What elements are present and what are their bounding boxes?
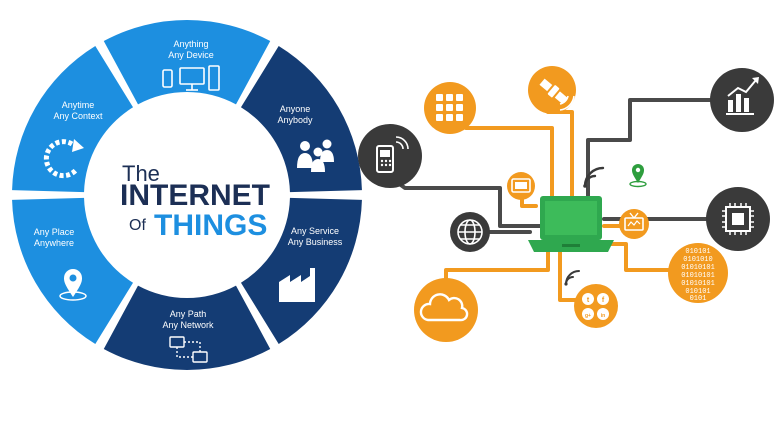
social-label-in: in: [601, 313, 605, 319]
ring-segment-service: [240, 197, 362, 345]
growth-chart-icon: [710, 68, 774, 132]
cloud-icon: [414, 278, 478, 342]
globe-icon: [450, 212, 490, 252]
segment-anytime-line2: Any Context: [53, 111, 103, 121]
segment-service-line2: Any Business: [288, 237, 343, 247]
segment-labels: Anything Any Device Anyone Anybody Any S…: [34, 39, 343, 330]
satellite-icon: [528, 66, 576, 114]
ring-segment-anything: [103, 20, 271, 105]
phone-icon: [358, 124, 422, 188]
binary-line: 01010101: [681, 272, 715, 280]
map-pin-icon: [629, 164, 647, 188]
people-icon: [297, 139, 334, 172]
binary-line: 010101: [685, 248, 710, 256]
segment-anyone-line2: Anybody: [277, 115, 313, 125]
title-things: THINGS: [154, 209, 267, 242]
ring-segment-anytime: [12, 45, 134, 193]
segment-service-line1: Any Service: [291, 226, 339, 236]
binary-line: 010101: [685, 288, 710, 296]
binary-line: 01010101: [681, 264, 715, 272]
segment-anytime-line1: Anytime: [62, 100, 95, 110]
iot-ring: Anything Any Device Anyone Anybody Any S…: [12, 20, 362, 370]
segment-place-line1: Any Place: [34, 227, 75, 237]
social-label-f: f: [602, 297, 605, 304]
tv-icon: [619, 209, 649, 239]
location-icon: [59, 269, 87, 301]
segment-anything-line2: Any Device: [168, 50, 214, 60]
segment-anything-line1: Anything: [173, 39, 208, 49]
binary-line: 01010101: [681, 280, 715, 288]
iot-title: The INTERNET Of THINGS: [120, 161, 270, 242]
wire-binary: [602, 242, 682, 272]
segment-place-line2: Anywhere: [34, 238, 74, 248]
binary-line: 0101010: [683, 256, 712, 264]
tablet-icon: [507, 172, 535, 200]
wire-chart: [586, 98, 724, 198]
refresh-icon: [43, 139, 84, 179]
segment-path-line1: Any Path: [170, 309, 207, 319]
title-internet: INTERNET: [120, 179, 270, 212]
binary-data-icon: 010101 0101010 01010101 01010101 0101010…: [668, 243, 728, 303]
social-icon: t f g+ in: [574, 284, 618, 328]
segment-anyone-line1: Anyone: [280, 104, 311, 114]
title-of: Of: [129, 217, 146, 234]
laptop-icon: [528, 196, 614, 252]
network-icon: [169, 336, 208, 363]
app-grid-icon: [424, 82, 476, 134]
devices-icon: [162, 65, 220, 91]
iot-network: t f g+ in 010101 0101010 01010101 010101…: [358, 66, 774, 342]
wifi-icon: [583, 166, 605, 188]
factory-icon: [279, 268, 315, 302]
ring-segment-path: [103, 285, 271, 370]
title-the: The: [122, 161, 160, 186]
social-label-t: t: [587, 297, 590, 304]
binary-line: 0101: [690, 295, 707, 303]
chip-icon: [706, 187, 770, 251]
segment-path-line2: Any Network: [162, 320, 214, 330]
wifi-icon: [564, 270, 580, 286]
social-label-g: g+: [585, 313, 591, 319]
